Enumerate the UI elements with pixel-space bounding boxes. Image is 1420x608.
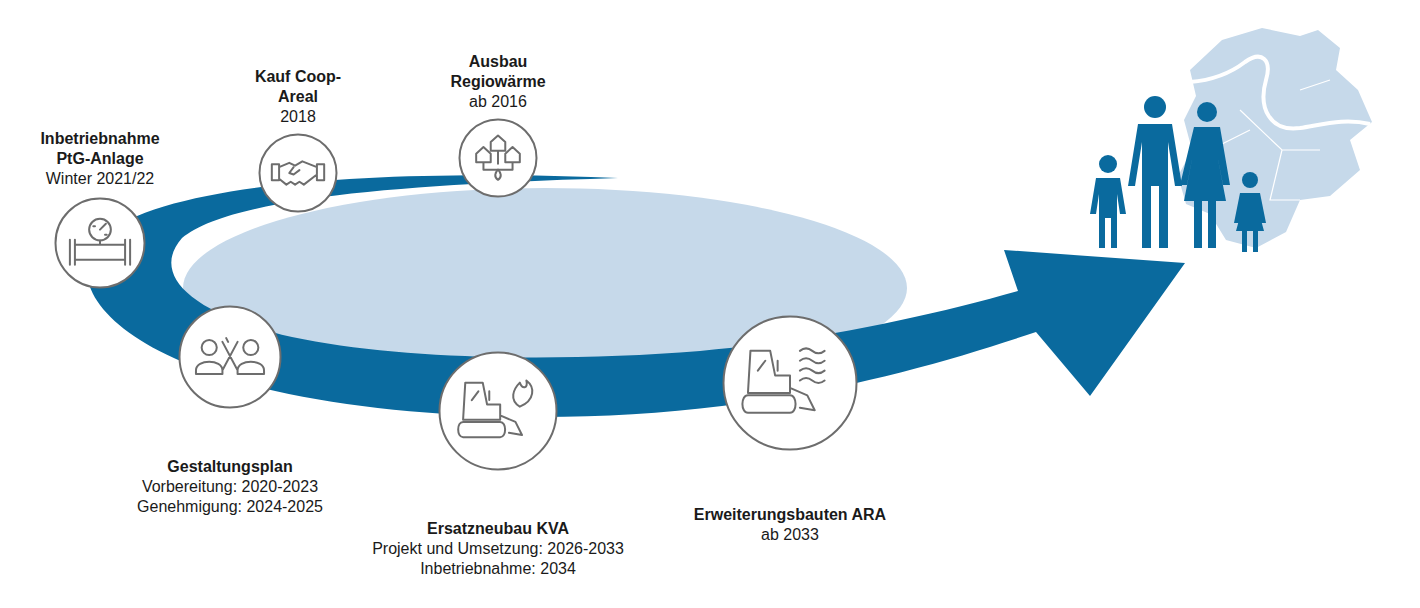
milestone-title: Kauf Coop-Areal	[243, 67, 353, 107]
milestone-icon	[196, 338, 264, 374]
loop-arrow	[87, 175, 1185, 417]
milestone-title: Ausbau Regiowärme	[438, 52, 558, 92]
milestone-circle: Erweiterungsbauten ARAab 2033	[722, 315, 858, 451]
circle-border	[56, 199, 145, 288]
milestone-date: Winter 2021/22	[25, 169, 175, 189]
milestone-date: ab 2033	[655, 525, 925, 545]
circle-border	[724, 317, 857, 450]
circle-outline	[458, 118, 538, 198]
milestone-title: Gestaltungsplan	[105, 457, 355, 477]
family-silhouette	[1090, 96, 1266, 252]
milestone-title: Ersatzneubau KVA	[348, 519, 648, 539]
milestone-icon	[272, 161, 324, 184]
milestone-label: Ersatzneubau KVAProjekt und Umsetzung: 2…	[348, 519, 648, 579]
milestone-label: Erweiterungsbauten ARAab 2033	[655, 505, 925, 545]
circle-border	[180, 307, 281, 408]
milestone-date: Inbetriebnahme: 2034	[348, 559, 648, 579]
milestone-icon	[742, 348, 824, 412]
milestone-label: GestaltungsplanVorbereitung: 2020-2023Ge…	[105, 457, 355, 517]
milestone-title: Inbetriebnahme PtG-Anlage	[25, 129, 175, 169]
circle-outline	[54, 197, 146, 289]
milestone-icon	[476, 135, 520, 179]
milestone-date: ab 2016	[438, 92, 558, 112]
circle-border	[440, 353, 557, 470]
circle-outline	[178, 305, 282, 409]
milestone-date: Genehmigung: 2024-2025	[105, 497, 355, 517]
milestone-circle: Ausbau Regiowärmeab 2016	[458, 118, 538, 198]
milestone-circle: GestaltungsplanVorbereitung: 2020-2023Ge…	[178, 305, 282, 409]
circle-outline	[258, 133, 338, 213]
milestone-label: Ausbau Regiowärmeab 2016	[438, 52, 558, 112]
circle-border	[260, 135, 337, 212]
milestone-label: Kauf Coop-Areal2018	[243, 67, 353, 127]
milestone-circle: Inbetriebnahme PtG-AnlageWinter 2021/22	[54, 197, 146, 289]
milestone-date: Projekt und Umsetzung: 2026-2033	[348, 539, 648, 559]
milestone-circle: Kauf Coop-Areal2018	[258, 133, 338, 213]
city-map	[1178, 28, 1372, 248]
circle-outline	[438, 351, 558, 471]
milestone-icon	[458, 380, 532, 437]
milestone-circle: Ersatzneubau KVAProjekt und Umsetzung: 2…	[438, 351, 558, 471]
milestone-label: Inbetriebnahme PtG-AnlageWinter 2021/22	[25, 129, 175, 189]
milestone-icon	[70, 219, 130, 265]
milestone-date: 2018	[243, 107, 353, 127]
circle-outline	[722, 315, 858, 451]
circle-border	[460, 120, 537, 197]
milestone-title: Erweiterungsbauten ARA	[655, 505, 925, 525]
milestone-date: Vorbereitung: 2020-2023	[105, 477, 355, 497]
